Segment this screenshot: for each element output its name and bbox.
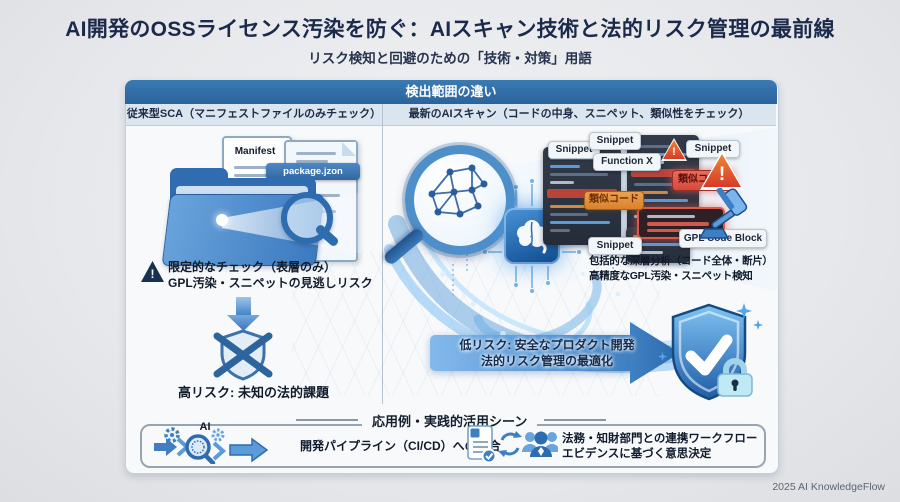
footer-credit: 2025 AI KnowledgeFlow bbox=[772, 481, 885, 493]
code-line bbox=[550, 221, 610, 224]
highlighted-code-row bbox=[631, 169, 695, 177]
code-line bbox=[647, 222, 709, 226]
code-line bbox=[550, 181, 574, 184]
function-x-badge: Function X bbox=[593, 153, 661, 171]
pipeline-ai-label: AI bbox=[199, 421, 211, 433]
sparkle-icon bbox=[753, 320, 763, 330]
beam-origin-dot bbox=[216, 214, 228, 226]
code-line bbox=[647, 215, 695, 218]
page-fold bbox=[342, 142, 356, 156]
code-line bbox=[550, 229, 570, 232]
comparison-header: 検出範囲の違い bbox=[125, 80, 777, 104]
code-line bbox=[633, 251, 663, 254]
code-line bbox=[550, 173, 608, 176]
doc-line bbox=[234, 174, 270, 177]
legal-workflow-icon bbox=[467, 425, 558, 464]
flagged-code-strip bbox=[637, 207, 725, 239]
padlock-icon bbox=[717, 358, 753, 397]
outcome-line2: 法的リスク管理の最適化 bbox=[480, 354, 613, 368]
legacy-column-header: 従来型SCA（マニフェストファイルのみチェック） bbox=[126, 104, 382, 126]
highlighted-code-row bbox=[547, 189, 617, 198]
page-subtitle: リスク検知と回避のための「技術・対策」用語 bbox=[308, 51, 592, 66]
code-line bbox=[634, 191, 668, 194]
legacy-result-text: 高リスク: 未知の法的課題 bbox=[178, 385, 329, 400]
legal-line1: 法務・知財部門との連携ワークフロー bbox=[562, 433, 758, 445]
code-line bbox=[647, 229, 683, 232]
ai-magnifier-icon bbox=[405, 145, 515, 255]
legacy-warning-line2: GPL汚染・スニペットの見逃しリスク bbox=[168, 276, 373, 290]
down-arrow bbox=[236, 297, 251, 315]
legacy-warning-line1: 限定的なチェック（表層のみ） bbox=[168, 260, 337, 274]
gavel-icon bbox=[698, 188, 748, 239]
ai-column-header: 最新のAIスキャン（コードの中身、スニペット、類似性をチェック） bbox=[382, 104, 776, 126]
code-line bbox=[633, 243, 681, 246]
outcome-line1: 低リスク: 安全なプロダクト開発 bbox=[459, 338, 635, 352]
pipeline-text: 開発パイプライン（CI/CD）への統合 bbox=[300, 439, 501, 453]
doc-line bbox=[296, 152, 336, 155]
legend-line-right bbox=[544, 419, 606, 421]
sparkle-icon bbox=[658, 352, 667, 361]
magnifier-icon bbox=[281, 192, 333, 244]
doc-line bbox=[234, 166, 276, 169]
legend-line-left bbox=[296, 419, 358, 421]
code-line bbox=[550, 213, 588, 216]
warning-exclamation: ! bbox=[150, 267, 155, 281]
snippet-badge: Snippet bbox=[589, 132, 641, 150]
package-json-badge: package.jzon bbox=[266, 163, 360, 180]
outcome-text: 低リスク: 安全なプロダクト開発 法的リスク管理の最適化 bbox=[422, 337, 672, 369]
neural-network-icon bbox=[428, 164, 488, 218]
pipeline-icon bbox=[154, 427, 269, 464]
outcome-arrow-shaft bbox=[430, 335, 632, 371]
code-line bbox=[634, 183, 678, 186]
snippet-badge: Snippet bbox=[588, 237, 642, 255]
analysis-line1: 包括的な深層分析（コード全体・断片） bbox=[589, 255, 773, 267]
alert-exclamation: ! bbox=[718, 164, 726, 185]
snippet-badge: Snippet bbox=[686, 140, 740, 158]
analysis-line2: 高精度なGPL汚染・スニペット検知 bbox=[589, 270, 753, 282]
similar-code-badge-orange: 類似コード bbox=[584, 191, 644, 210]
legal-line2: エビデンスに基づく意思決定 bbox=[562, 448, 712, 460]
code-line bbox=[634, 145, 674, 148]
alert-exclamation: ! bbox=[672, 146, 676, 158]
brain-icon bbox=[517, 220, 548, 254]
manifest-document-title: Manifest bbox=[234, 146, 276, 157]
column-divider bbox=[382, 104, 383, 404]
secure-shield-icon bbox=[671, 303, 747, 401]
code-line bbox=[634, 199, 688, 202]
page-title: AI開発のOSSライセンス汚染を防ぐ：AIスキャン技術と法的リスク管理の最前線 bbox=[65, 18, 835, 41]
snippet-badge: Snippet bbox=[548, 141, 600, 159]
code-line bbox=[550, 205, 602, 208]
crossed-shield-icon bbox=[213, 329, 273, 381]
code-line bbox=[550, 165, 580, 168]
doc-line bbox=[296, 160, 328, 163]
